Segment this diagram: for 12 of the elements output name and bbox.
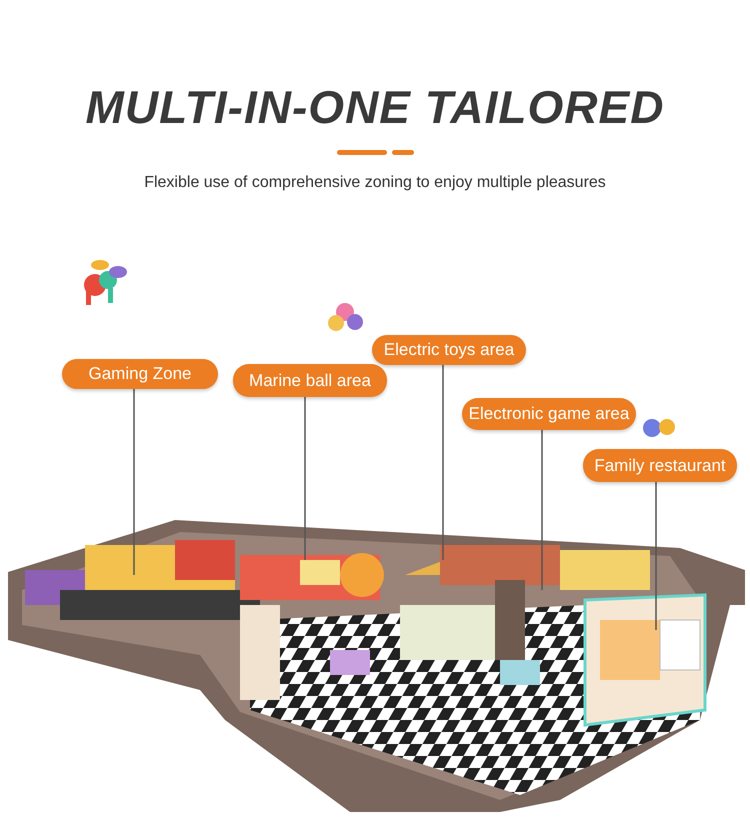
leader-line xyxy=(133,389,135,575)
subtitle: Flexible use of comprehensive zoning to enjoy multiple pleasures xyxy=(143,174,607,192)
leader-line xyxy=(442,365,444,560)
callout-label: Electric toys area xyxy=(372,335,526,365)
title: MULTI-IN-ONE TAILORED xyxy=(84,80,666,134)
leader-line xyxy=(304,397,306,560)
leader-line xyxy=(655,482,657,630)
callout-label: Marine ball area xyxy=(233,364,387,397)
leader-line xyxy=(541,430,543,590)
callout-label: Gaming Zone xyxy=(62,359,218,389)
callout-label: Family restaurant xyxy=(583,449,737,482)
callout-label: Electronic game area xyxy=(462,398,636,430)
